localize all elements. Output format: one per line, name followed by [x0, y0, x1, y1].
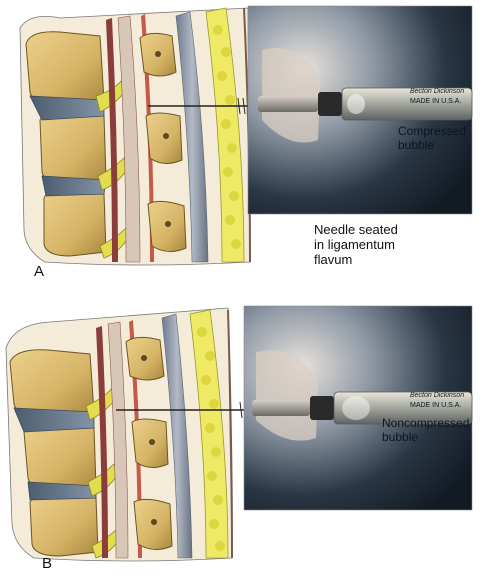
syringe-brand-label-a: Becton Dickinson: [410, 88, 465, 95]
photo-caption-b-line-1: Noncompressed: [382, 416, 470, 430]
intervertebral-disc-1-b: [13, 407, 95, 433]
syringe-brand-label-b: Becton Dickinson: [410, 392, 465, 399]
needle-hub: [258, 96, 318, 112]
syringe-plunger-tip-b: [310, 396, 334, 420]
photo-caption-a-line-1: Compressed: [398, 124, 467, 138]
needle-caption-line-3: flavum: [314, 252, 353, 267]
intervertebral-disc-1: [29, 95, 105, 121]
spine-illustration-a: [19, 7, 268, 266]
gloved-hand: [262, 48, 320, 143]
syringe-plunger-tip: [318, 92, 342, 116]
syringe-barrel: [341, 87, 473, 121]
needle-hub-b: [252, 400, 310, 416]
gloved-hand-b: [256, 350, 318, 441]
photo-caption-a: Compressed bubble: [398, 124, 466, 152]
panel-a-figure: [19, 5, 473, 266]
vertebral-body-2: [39, 111, 107, 185]
syringe-photo-b: [243, 305, 473, 511]
skin-line-b: [227, 309, 233, 559]
vertebral-body-3-b: [29, 493, 99, 557]
compressed-bubble: [347, 94, 365, 114]
needle-caption-line-1: Needle seated: [314, 222, 398, 237]
vertebral-body-2-b: [23, 423, 97, 491]
subcutaneous-fat-b: [189, 309, 229, 559]
photo-caption-b-line-2: bubble: [382, 430, 419, 444]
dura-mater-line-b: [96, 326, 108, 558]
panel-a: Becton Dickinson MADE IN U.S.A. Compress…: [19, 5, 473, 280]
dura-mater-line: [106, 18, 118, 262]
noncompressed-bubble: [342, 396, 370, 420]
intervertebral-disc-2-b: [27, 481, 97, 501]
syringe-origin-label-b: MADE IN U.S.A.: [410, 402, 462, 409]
spinous-process-2: [145, 112, 183, 164]
subcutaneous-fat: [205, 7, 245, 263]
vertebral-body-1: [25, 31, 105, 105]
needle-caption-line-2: in ligamentum: [314, 237, 395, 252]
spinal-canal: [117, 15, 141, 263]
photo-caption-b: Noncompressed bubble: [382, 416, 469, 444]
vertebral-body-3: [43, 189, 107, 257]
panel-b: Becton Dickinson MADE IN U.S.A. Noncompr…: [0, 288, 492, 576]
ligamentum-flavum-line-b: [129, 320, 142, 558]
panel-letter-b: B: [42, 555, 53, 572]
panel-letter-a: A: [34, 263, 45, 280]
syringe-origin-label-a: MADE IN U.S.A.: [410, 98, 462, 105]
vertebral-body-1-b: [9, 349, 95, 417]
ligamentum-flavum-line: [141, 14, 154, 262]
syringe-barrel-b: [333, 391, 473, 425]
supraspinous-ligament: [175, 11, 209, 263]
intervertebral-disc-2: [41, 175, 107, 197]
spine-illustration-b: [5, 307, 262, 562]
photo-caption-a-line-2: bubble: [398, 138, 435, 152]
needle-caption: Needle seated in ligamentum flavum: [314, 222, 398, 267]
supraspinous-ligament-b: [161, 313, 193, 559]
spinal-canal-b: [107, 321, 129, 559]
syringe-photo-a: [247, 5, 473, 215]
panel-b-figure: [5, 305, 473, 562]
